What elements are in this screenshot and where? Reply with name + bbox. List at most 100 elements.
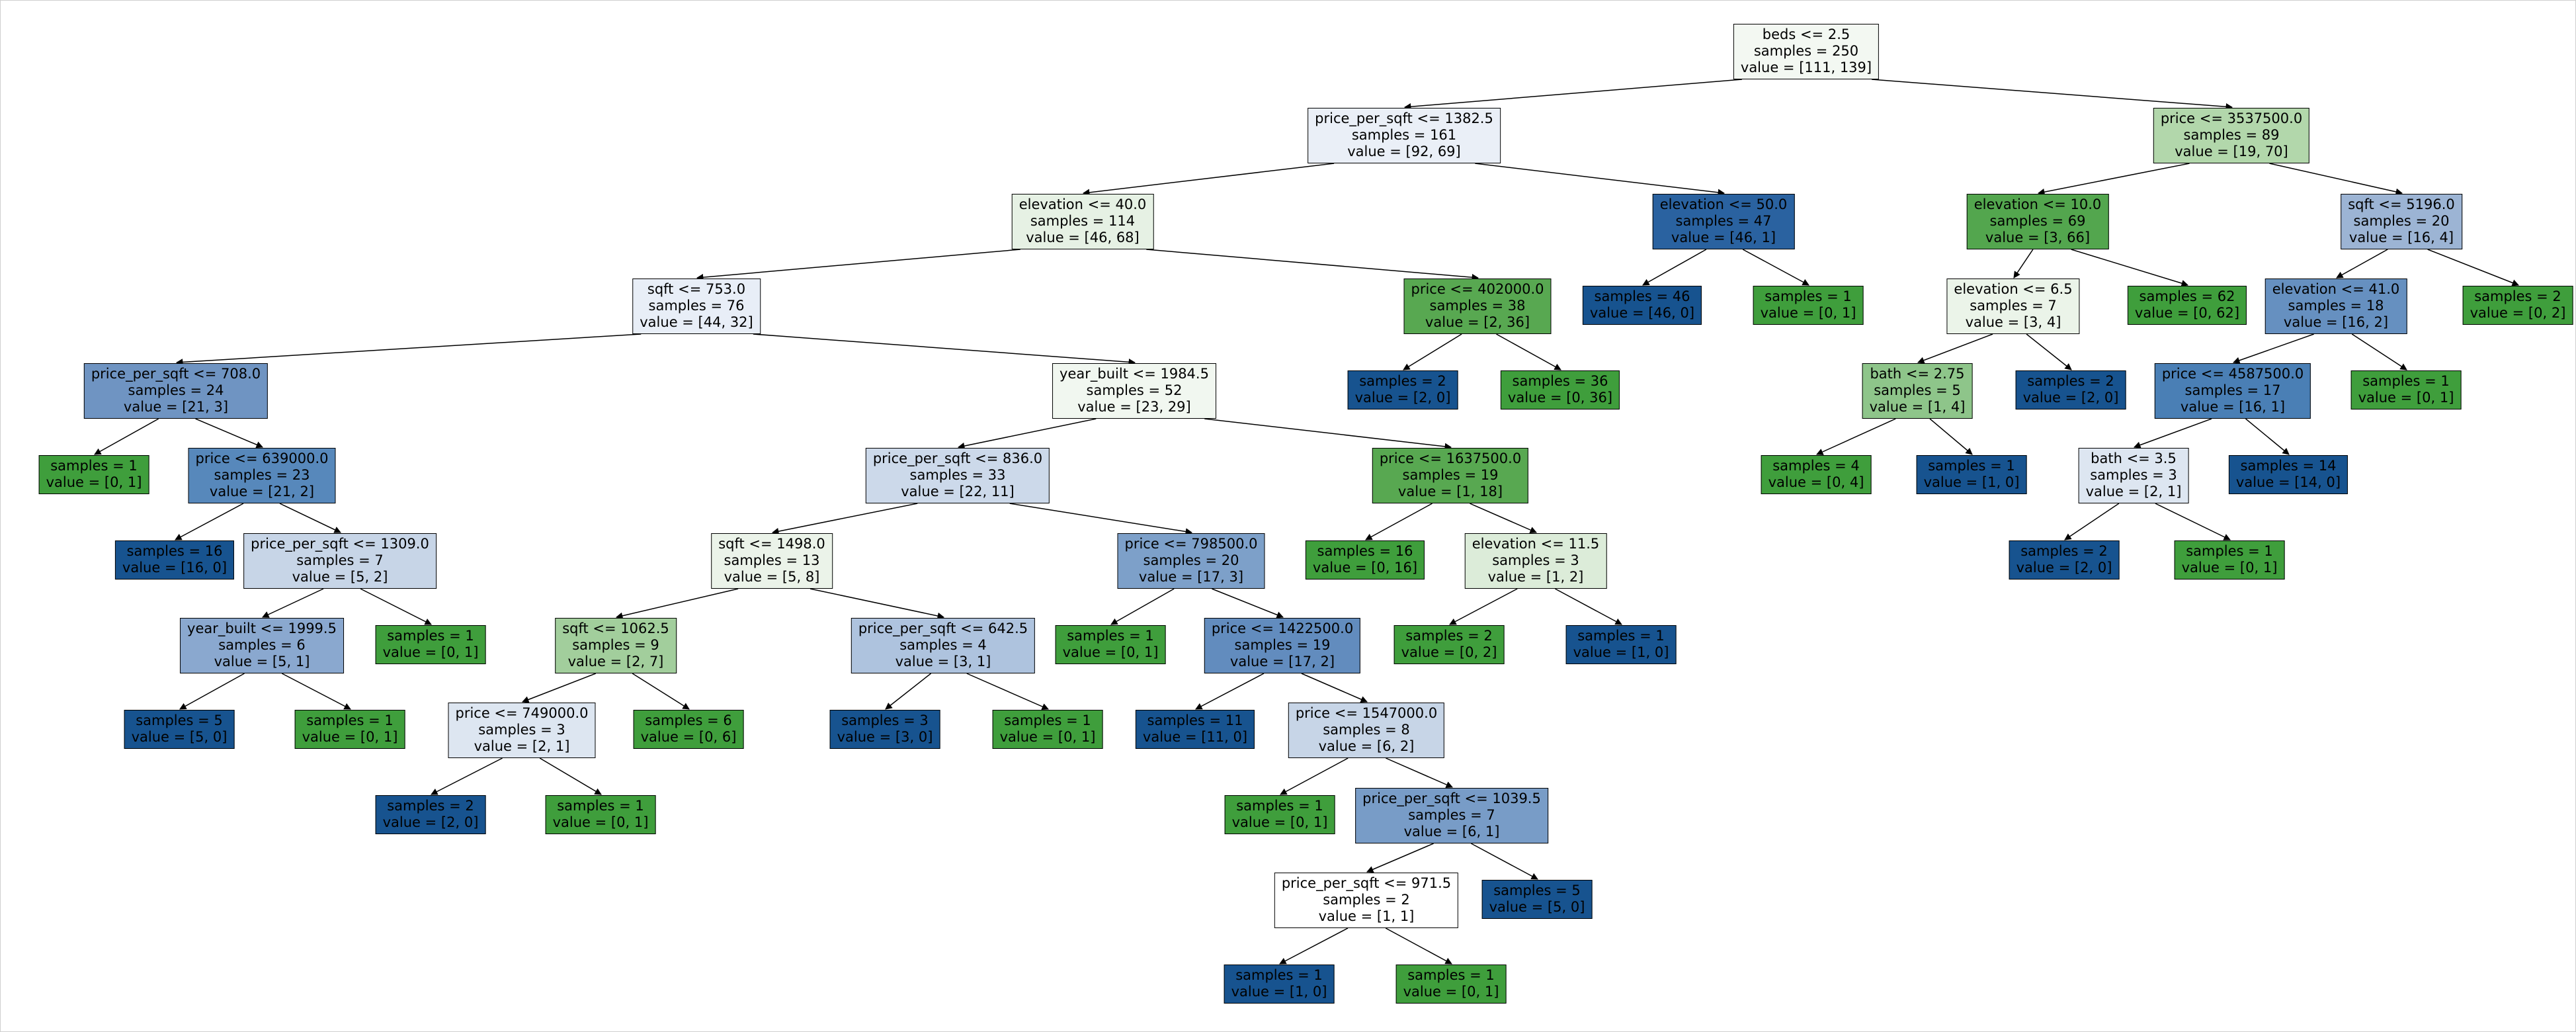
tree-edge (431, 757, 503, 795)
node-label-line: value = [1, 4] (1869, 399, 1966, 415)
node-label-line: samples = 16 (1317, 543, 1413, 559)
node-label-line: price <= 3537500.0 (2160, 110, 2303, 126)
node-label-line: elevation <= 50.0 (1659, 196, 1788, 212)
tree-edge (1403, 79, 1742, 110)
node-label-line: samples = 1 (2186, 543, 2273, 559)
node-label-line: samples = 47 (1675, 213, 1772, 229)
tree-edge (1212, 588, 1284, 619)
tree-edge (2026, 333, 2072, 370)
node-label-line: samples = 5 (1493, 882, 1581, 898)
node-label-line: samples = 20 (1143, 552, 1239, 568)
node-label-line: value = [0, 1] (1760, 305, 1856, 321)
node-label-line: samples = 5 (136, 712, 223, 728)
node-label-line: year_built <= 1984.5 (1059, 366, 1209, 382)
node-label-line: price <= 1637500.0 (1379, 451, 1522, 466)
node-label-line: sqft <= 5196.0 (2348, 196, 2455, 212)
node-label-line: samples = 7 (1408, 807, 1495, 823)
node-label-line: price_per_sqft <= 708.0 (91, 366, 261, 382)
node-label-line: value = [22, 11] (901, 484, 1015, 499)
node-label-line: value = [0, 16] (1312, 560, 1418, 576)
node-label-line: samples = 11 (1147, 712, 1243, 728)
node-label-line: samples = 17 (2184, 382, 2281, 398)
tree-edge (615, 588, 739, 619)
node-label-line: value = [3, 4] (1965, 314, 2061, 330)
tree-edge (2245, 418, 2290, 455)
node-label-line: sqft <= 753.0 (647, 281, 746, 297)
node-label-line: price_per_sqft <= 642.5 (858, 621, 1028, 636)
tree-edge (2336, 249, 2388, 279)
node-label-line: value = [0, 2] (2470, 305, 2566, 321)
node-label-line: samples = 2 (1323, 892, 1410, 908)
tree-edge (2155, 503, 2231, 540)
node-label-line: value = [5, 0] (1489, 899, 1585, 915)
node-label-line: value = [46, 68] (1026, 230, 1140, 245)
node-label-line: samples = 20 (2353, 213, 2450, 229)
node-label-line: price_per_sqft <= 836.0 (872, 451, 1043, 466)
node-label-line: samples = 4 (1772, 458, 1860, 474)
node-label-line: samples = 18 (2288, 298, 2384, 314)
tree-edge (279, 503, 341, 533)
node-label-line: elevation <= 6.5 (1954, 281, 2073, 297)
node-label-line: value = [6, 1] (1403, 824, 1500, 839)
node-label-line: samples = 62 (2139, 288, 2235, 304)
node-label-line: value = [16, 4] (2348, 230, 2454, 245)
tree-edge (1110, 588, 1175, 625)
node-label-line: samples = 3 (1492, 552, 1579, 568)
node-label-line: value = [1, 0] (1231, 984, 1327, 1000)
node-label-line: samples = 36 (1512, 373, 1608, 389)
node-label-line: samples = 2 (2020, 543, 2108, 559)
node-label-line: samples = 5 (1874, 382, 1961, 398)
node-label-line: samples = 1 (306, 712, 394, 728)
node-label-line: price <= 402000.0 (1411, 281, 1544, 297)
node-label-line: price_per_sqft <= 1309.0 (251, 536, 429, 552)
node-label-line: value = [0, 6] (640, 729, 737, 745)
tree-edge (1204, 418, 1452, 451)
node-label-line: samples = 114 (1030, 213, 1136, 229)
node-label-line: samples = 8 (1323, 722, 1410, 738)
node-label-line: samples = 89 (2183, 127, 2280, 143)
node-label-line: price <= 1547000.0 (1295, 705, 1438, 721)
node-label-line: samples = 161 (1351, 127, 1457, 143)
node-label-line: value = [17, 2] (1229, 654, 1335, 669)
node-label-line: value = [16, 1] (2180, 399, 2286, 415)
node-label-line: price <= 798500.0 (1124, 536, 1258, 552)
node-label-line: price <= 1422500.0 (1211, 621, 1354, 636)
node-label-line: value = [46, 0] (1589, 305, 1695, 321)
node-label-line: value = [2, 0] (2016, 560, 2112, 576)
tree-edge (1301, 673, 1368, 703)
tree-edge (1386, 757, 1453, 789)
node-label-line: samples = 9 (572, 637, 659, 653)
node-label-line: value = [2, 1] (2085, 484, 2182, 499)
node-label-line: samples = 6 (218, 637, 306, 653)
node-label-line: samples = 1 (1236, 798, 1323, 814)
tree-edge (1279, 927, 1349, 965)
node-label-line: value = [3, 1] (895, 654, 991, 669)
node-label-line: samples = 1 (1067, 628, 1154, 644)
tree-edge (1555, 588, 1622, 625)
node-label-line: samples = 6 (645, 712, 732, 728)
node-label-line: samples = 33 (909, 467, 1006, 483)
tree-edge (1280, 757, 1349, 795)
tree-edge (1366, 843, 1434, 873)
node-label-line: samples = 1 (2362, 373, 2450, 389)
